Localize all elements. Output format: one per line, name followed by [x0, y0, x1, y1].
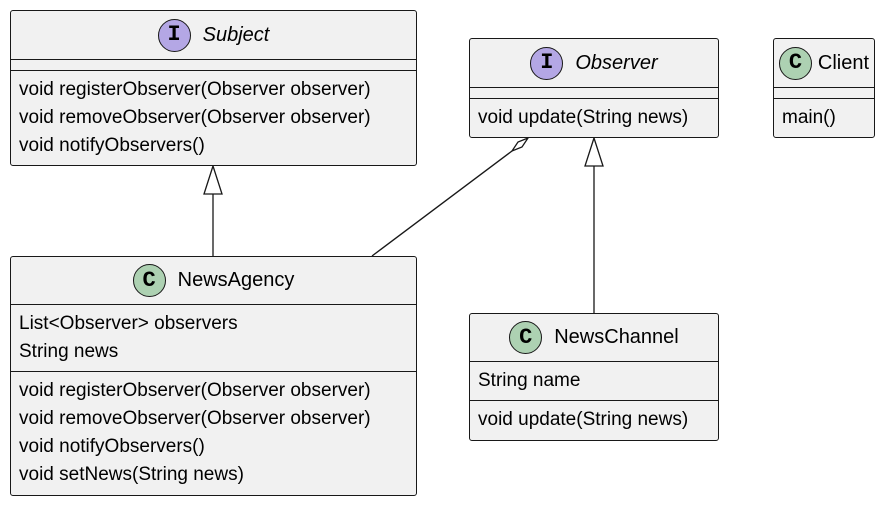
method-row: void notifyObservers() [19, 135, 205, 156]
class-name: Subject [202, 23, 270, 46]
fields-section: String name [470, 362, 718, 401]
class-name: NewsAgency [177, 269, 295, 291]
class-header: C NewsChannel [470, 314, 718, 362]
interface-icon: I [530, 46, 564, 80]
field-row: List<Observer> observers [19, 313, 238, 334]
class-icon: C [132, 264, 166, 297]
edge-newschannel-observer [584, 135, 604, 313]
methods-section: void update(String news) [470, 99, 718, 137]
field-row: String name [478, 370, 581, 391]
fields-section [470, 88, 718, 99]
class-header: C NewsAgency [11, 257, 416, 305]
method-row: void setNews(String news) [19, 464, 244, 485]
class-name: Client [817, 51, 870, 74]
method-row: void notifyObservers() [19, 436, 205, 457]
methods-section: main() [774, 99, 874, 137]
class-name: Observer [575, 51, 658, 74]
class-news-channel[interactable]: C NewsChannel String name void update(St… [469, 313, 719, 441]
edge-newsagency-subject [203, 163, 223, 256]
method-row: void removeObserver(Observer observer) [19, 408, 371, 429]
class-icon: C [778, 46, 812, 80]
class-news-agency[interactable]: C NewsAgency List<Observer> observers St… [10, 256, 417, 496]
method-row: main() [782, 107, 836, 128]
edge-newsagency-observer [371, 136, 530, 257]
methods-section: void registerObserver(Observer observer)… [11, 372, 416, 494]
class-name: NewsChannel [554, 326, 679, 348]
method-row: void registerObserver(Observer observer) [19, 79, 371, 100]
class-subject[interactable]: I Subject void registerObserver(Observer… [10, 10, 417, 166]
method-row: void update(String news) [478, 409, 689, 430]
class-header: C Client [774, 39, 874, 88]
class-client[interactable]: C Client main() [773, 38, 875, 138]
methods-section: void registerObserver(Observer observer)… [11, 71, 416, 165]
interface-icon: I [157, 18, 191, 52]
class-icon: C [509, 321, 543, 354]
methods-section: void update(String news) [470, 401, 718, 439]
field-row: String news [19, 341, 119, 362]
class-header: I Observer [470, 39, 718, 88]
class-observer[interactable]: I Observer void update(String news) [469, 38, 719, 138]
method-row: void registerObserver(Observer observer) [19, 380, 371, 401]
fields-section [11, 60, 416, 71]
class-header: I Subject [11, 11, 416, 60]
fields-section: List<Observer> observers String news [11, 305, 416, 372]
method-row: void update(String news) [478, 107, 689, 128]
fields-section [774, 88, 874, 99]
method-row: void removeObserver(Observer observer) [19, 107, 371, 128]
